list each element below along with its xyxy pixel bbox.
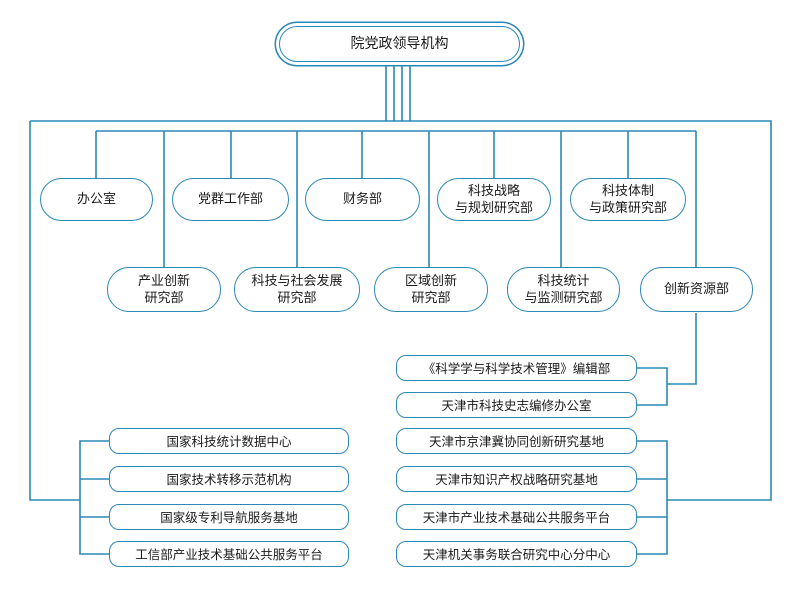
connector-resource-units [637, 313, 697, 406]
ip-strategy-base-box: 天津市知识产权战略研究基地 [396, 466, 637, 492]
top-leadership-box: 院党政领导机构 [279, 26, 520, 62]
history-office-box: 天津市科技史志编修办公室 [396, 392, 637, 418]
statistics-monitoring-dept-box: 科技统计 与监测研究部 [507, 267, 620, 312]
connector-row1-drops [95, 131, 629, 178]
regional-innovation-dept-box: 区域创新 研究部 [374, 267, 488, 312]
connector-row2-drops [163, 131, 697, 267]
tianjin-service-platform-box: 天津市产业技术基础公共服务平台 [396, 504, 637, 530]
connector-trunk [385, 63, 411, 121]
miit-service-platform-box: 工信部产业技术基础公共服务平台 [109, 541, 349, 567]
patent-navigation-base-box: 国家级专利导航服务基地 [109, 504, 349, 530]
innovation-resources-dept-box: 创新资源部 [640, 267, 753, 312]
office-box: 办公室 [40, 178, 153, 221]
tech-transfer-demo-box: 国家技术转移示范机构 [109, 466, 349, 492]
social-development-dept-box: 科技与社会发展 研究部 [234, 267, 360, 312]
party-work-dept-box: 党群工作部 [172, 178, 289, 221]
industry-innovation-dept-box: 产业创新 研究部 [107, 267, 221, 312]
jingjinji-research-base-box: 天津市京津冀协同创新研究基地 [396, 428, 637, 454]
journal-editorial-dept-box: 《科学学与科学技术管理》编辑部 [396, 355, 637, 381]
strategy-planning-dept-box: 科技战略 与规划研究部 [437, 178, 551, 221]
connector-right-bracket [637, 440, 668, 555]
finance-dept-box: 财务部 [305, 178, 420, 221]
connector-outer-frame [29, 120, 772, 501]
joint-research-subcenter-box: 天津机关事务联合研究中心分中心 [396, 541, 637, 567]
connector-left-bracket [79, 440, 109, 555]
statistics-data-center-box: 国家科技统计数据中心 [109, 428, 349, 454]
system-policy-dept-box: 科技体制 与政策研究部 [570, 178, 686, 221]
